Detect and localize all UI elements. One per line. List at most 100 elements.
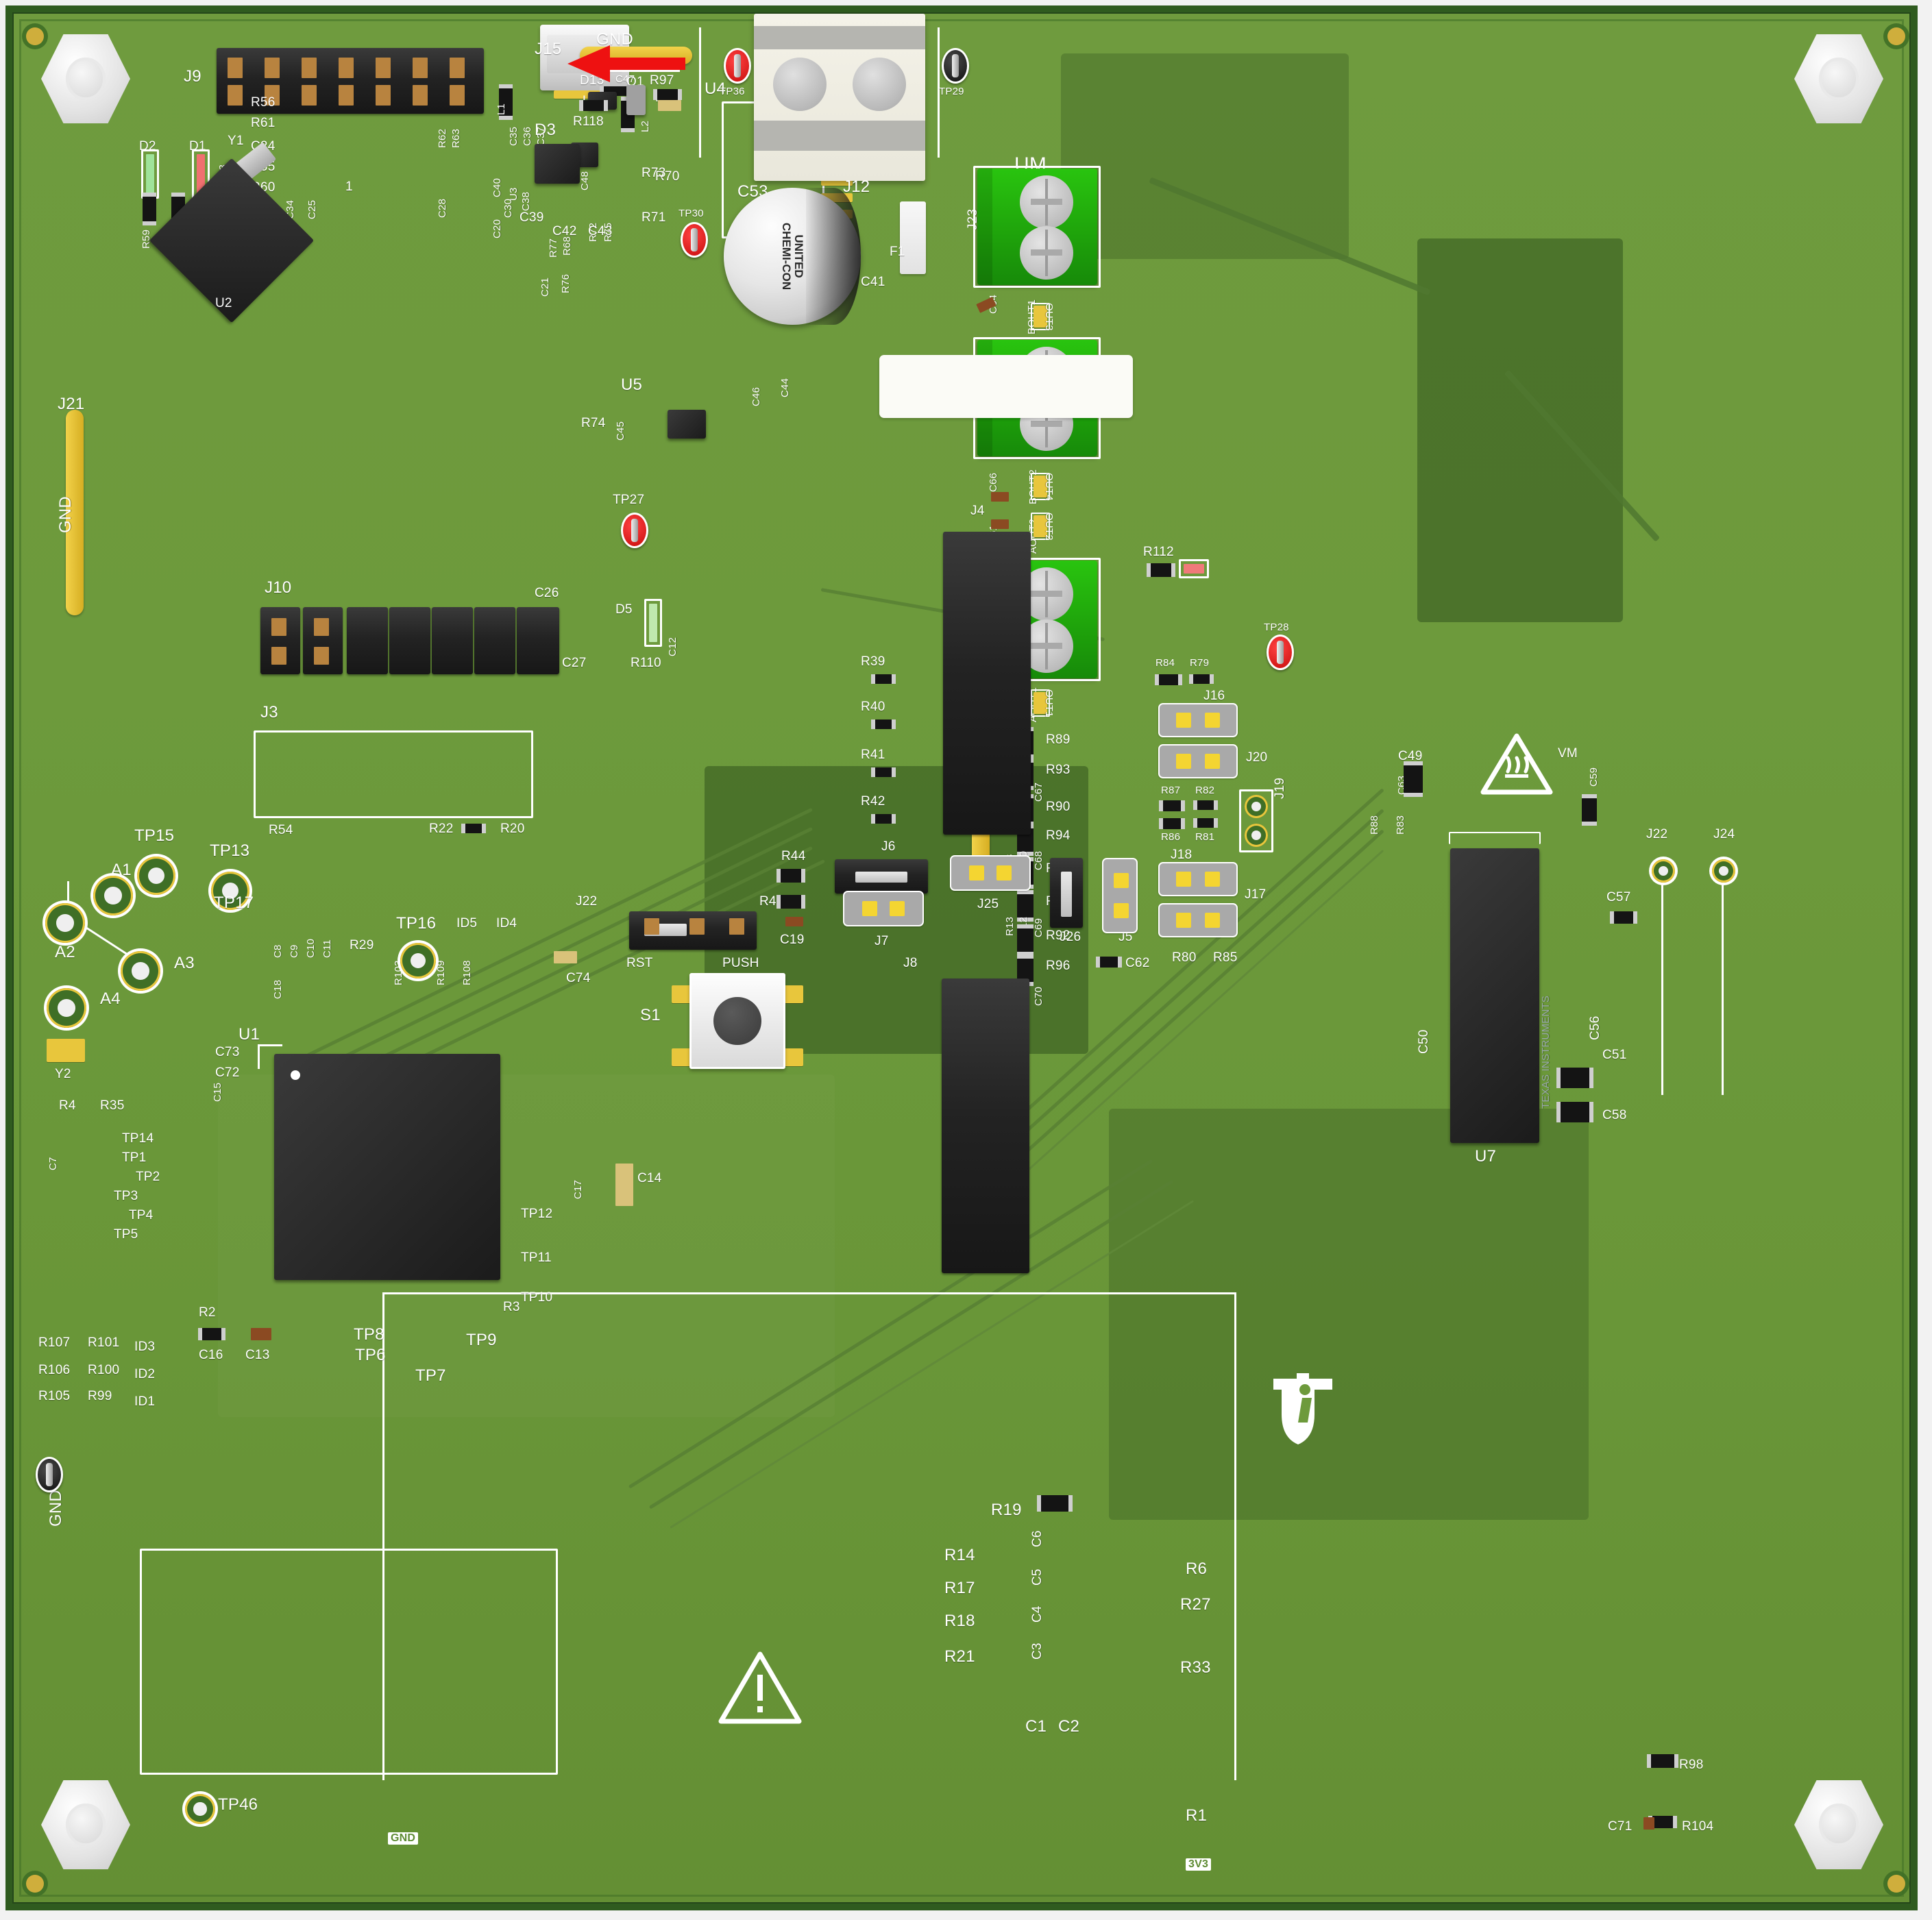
ref-j16: J16 bbox=[1203, 689, 1225, 703]
ref-c37: C37 bbox=[535, 126, 547, 146]
ref-c72: C72 bbox=[215, 1066, 240, 1080]
ref-c38: C38 bbox=[520, 191, 532, 211]
testpoint-tp13[interactable] bbox=[211, 872, 249, 910]
ref-c74: C74 bbox=[566, 971, 591, 985]
led-d5 bbox=[644, 599, 662, 647]
gnd-label-c2000: GND bbox=[388, 1832, 419, 1845]
ref-tp8: TP8 bbox=[354, 1325, 384, 1344]
testpoint-tp15[interactable] bbox=[137, 857, 175, 895]
ic-brand: TEXAS INSTRUMENTS bbox=[1540, 995, 1552, 1109]
testpoint-tp36[interactable] bbox=[724, 48, 751, 84]
corner-pad bbox=[26, 1875, 44, 1893]
silk-outline-j19 bbox=[1239, 789, 1273, 852]
testpoint-tp16[interactable] bbox=[400, 943, 436, 979]
header-pin bbox=[339, 58, 354, 78]
screw-terminal[interactable] bbox=[853, 58, 906, 111]
pad-a2[interactable] bbox=[45, 903, 85, 943]
ref-tp16: TP16 bbox=[396, 914, 437, 933]
res-r87 bbox=[1159, 800, 1185, 811]
ref-r71: R71 bbox=[641, 210, 666, 225]
pad-a3[interactable] bbox=[121, 951, 160, 991]
cap-c49 bbox=[1404, 761, 1423, 797]
ref-r83: R83 bbox=[1395, 815, 1406, 835]
terminal-block-j12[interactable] bbox=[754, 14, 925, 181]
jumper-shunt-j26[interactable] bbox=[1061, 872, 1072, 917]
header-j4[interactable] bbox=[943, 532, 1031, 835]
testpoint-tp29[interactable] bbox=[942, 48, 969, 84]
ref-r79: R79 bbox=[1190, 657, 1210, 669]
header-pin bbox=[228, 58, 243, 78]
testpoint-gnd-black[interactable] bbox=[36, 1457, 63, 1492]
header-j10-c[interactable] bbox=[432, 607, 473, 674]
ref-c12: C12 bbox=[667, 637, 678, 656]
ref-r29: R29 bbox=[350, 938, 374, 952]
jumper-pads-j18[interactable] bbox=[1158, 862, 1238, 896]
cap-c59 bbox=[1582, 794, 1597, 826]
diode-d4 bbox=[658, 100, 681, 111]
ref-j6: J6 bbox=[881, 839, 896, 854]
ref-tp1: TP1 bbox=[122, 1150, 147, 1165]
header-pin bbox=[413, 58, 428, 78]
silk-outline-j23 bbox=[973, 166, 1101, 288]
ref-c4: C4 bbox=[1030, 1605, 1044, 1623]
ref-r99: R99 bbox=[88, 1389, 112, 1403]
header-pin bbox=[314, 647, 329, 665]
jumper-pads-j20[interactable] bbox=[1158, 744, 1238, 778]
gnd-jumper-j21[interactable] bbox=[66, 410, 84, 615]
screw-terminal[interactable] bbox=[773, 58, 827, 111]
screw-terminal[interactable] bbox=[1020, 175, 1073, 229]
testpoint-tp28[interactable] bbox=[1267, 635, 1294, 670]
ref-c36: C36 bbox=[522, 126, 533, 146]
ref-r98: R98 bbox=[1679, 1758, 1704, 1772]
testpoint-tp46[interactable] bbox=[185, 1794, 215, 1824]
ref-r1: R1 bbox=[1186, 1806, 1208, 1825]
jumper-pads-j17[interactable] bbox=[1158, 903, 1238, 937]
ref-c25: C25 bbox=[306, 199, 318, 219]
header-j8[interactable] bbox=[942, 979, 1029, 1273]
led-d2 bbox=[141, 149, 159, 199]
jumper-pads-j25[interactable] bbox=[950, 855, 1031, 891]
ref-c9: C9 bbox=[289, 944, 300, 958]
header-j10-d[interactable] bbox=[474, 607, 515, 674]
testpoint-tp27[interactable] bbox=[621, 513, 648, 548]
res-r40 bbox=[871, 719, 896, 729]
ref-j24: J24 bbox=[1713, 827, 1735, 841]
jumper-pads-j16[interactable] bbox=[1158, 703, 1238, 737]
res-r82 bbox=[1193, 800, 1218, 810]
ref-c28: C28 bbox=[437, 198, 448, 218]
cap-c57 bbox=[1610, 911, 1637, 924]
ref-c21: C21 bbox=[539, 277, 551, 297]
ref-tp13: TP13 bbox=[210, 841, 250, 860]
pushbutton-s1[interactable] bbox=[689, 973, 785, 1069]
header-j10-a[interactable] bbox=[347, 607, 388, 674]
terminal-block-j23[interactable] bbox=[977, 169, 1097, 285]
jumper-pads-j5[interactable] bbox=[1102, 858, 1138, 933]
silk-line bbox=[591, 70, 680, 72]
header-j10-b[interactable] bbox=[389, 607, 430, 674]
ref-r4: R4 bbox=[59, 1098, 76, 1113]
label-a4: A4 bbox=[100, 989, 121, 1008]
screw-terminal[interactable] bbox=[1020, 226, 1073, 280]
pad-a4[interactable] bbox=[47, 988, 86, 1028]
caution-triangle-icon bbox=[717, 1650, 803, 1727]
ic-u1 bbox=[274, 1054, 500, 1280]
header-pin bbox=[314, 618, 329, 636]
ref-c59: C59 bbox=[1588, 767, 1600, 787]
silk-divider bbox=[938, 27, 940, 158]
ref-r93: R93 bbox=[1046, 763, 1071, 777]
header-pin bbox=[265, 58, 280, 78]
ref-r44: R44 bbox=[781, 849, 806, 863]
jumper-shunt-j6[interactable] bbox=[855, 872, 907, 883]
res-r86 bbox=[1159, 818, 1185, 829]
pad-a1[interactable] bbox=[93, 876, 133, 915]
ref-r56: R56 bbox=[251, 95, 276, 110]
jumper-pads-j7[interactable] bbox=[843, 891, 924, 926]
silk-line bbox=[258, 1044, 282, 1046]
ref-r21: R21 bbox=[944, 1647, 975, 1666]
header-j10-e[interactable] bbox=[517, 607, 559, 674]
testpoint-tp30[interactable] bbox=[681, 222, 708, 258]
through-hole bbox=[1245, 795, 1268, 818]
cap-c58 bbox=[1556, 1102, 1593, 1122]
ref-tp2: TP2 bbox=[136, 1170, 160, 1184]
